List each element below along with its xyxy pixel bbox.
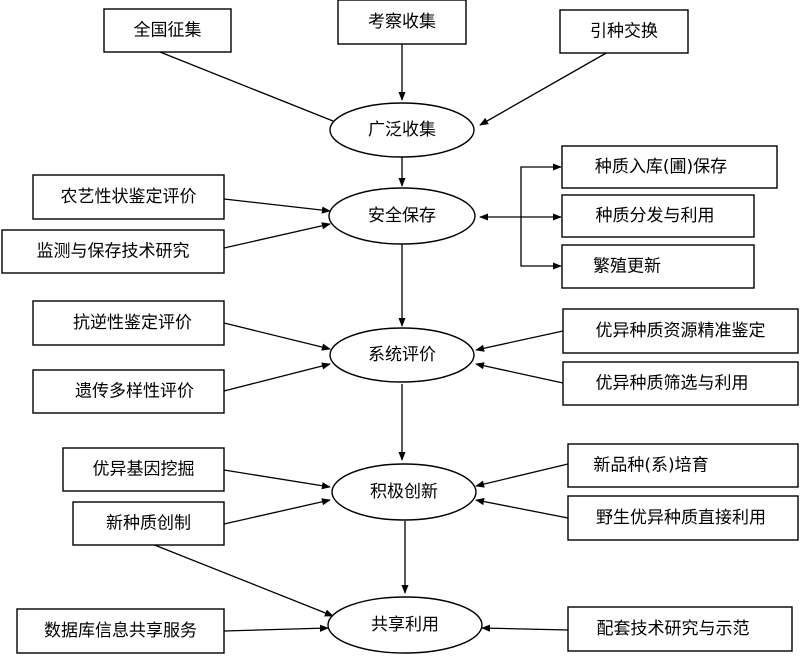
edge-wild-to-innovate <box>475 498 569 519</box>
hub-preserve: 安全保存 <box>328 187 476 245</box>
box-screening: 优异种质筛选与利用 <box>562 361 799 406</box>
edge-national-to-collect <box>159 51 344 126</box>
edge-monitor-to-preserve <box>223 222 331 249</box>
box-storage-label: 种质入库(圃)保存 <box>595 157 727 177</box>
edges <box>151 44 609 632</box>
box-survey-label: 考察收集 <box>368 12 436 32</box>
box-agro-eval-label: 农艺性状鉴定评价 <box>61 187 197 207</box>
box-precise-id: 优异种质资源精准鉴定 <box>562 308 799 354</box>
edge-agro-to-preserve <box>223 198 331 214</box>
edge-bracket-regenerate <box>520 217 562 270</box>
box-distribute: 种质分发与利用 <box>561 194 755 238</box>
box-precise-id-label: 优异种质资源精准鉴定 <box>596 321 766 341</box>
box-storage: 种质入库(圃)保存 <box>561 145 778 189</box>
box-regenerate: 繁殖更新 <box>561 244 755 289</box>
box-introduce-label: 引种交换 <box>590 22 658 42</box>
hub-share-label: 共享利用 <box>371 615 439 635</box>
box-database-label: 数据库信息共享服务 <box>44 621 197 641</box>
hub-evaluate: 系统评价 <box>329 327 475 383</box>
hub-innovate: 积极创新 <box>331 463 477 521</box>
hub-collect-label: 广泛收集 <box>368 120 436 140</box>
box-wild-use-label: 野生优异种质直接利用 <box>596 508 766 528</box>
box-distribute-label: 种质分发与利用 <box>596 206 715 226</box>
hub-innovate-label: 积极创新 <box>370 482 438 502</box>
box-agro-eval: 农艺性状鉴定评价 <box>32 174 225 220</box>
box-survey: 考察收集 <box>337 0 467 45</box>
hub-share: 共享利用 <box>327 596 483 654</box>
hub-evaluate-label: 系统评价 <box>368 345 436 365</box>
box-national-label: 全国征集 <box>134 21 202 41</box>
box-wild-use: 野生优异种质直接利用 <box>567 495 799 541</box>
box-national: 全国征集 <box>103 8 232 53</box>
box-support-tech: 配套技术研究与示范 <box>567 606 793 652</box>
box-monitor: 监测与保存技术研究 <box>1 229 225 274</box>
edge-introduce-to-collect <box>479 51 609 126</box>
box-diversity-eval: 遗传多样性评价 <box>32 369 225 414</box>
edge-stress-to-evaluate <box>223 322 331 351</box>
box-introduce: 引种交换 <box>559 9 689 54</box>
edge-support-to-share <box>481 624 569 632</box>
box-diversity-eval-label: 遗传多样性评价 <box>75 382 194 402</box>
box-breeding-label: 新品种(系)培育 <box>593 456 708 476</box>
box-database: 数据库信息共享服务 <box>16 608 225 654</box>
hub-preserve-label: 安全保存 <box>368 206 436 226</box>
edge-create-to-share <box>151 543 334 617</box>
edge-create-to-innovate <box>223 498 331 525</box>
box-regenerate-label: 繁殖更新 <box>593 257 661 277</box>
box-breeding: 新品种(系)培育 <box>567 443 799 488</box>
box-screening-label: 优异种质筛选与利用 <box>596 374 749 394</box>
hub-collect: 广泛收集 <box>329 102 475 158</box>
box-stress-eval: 抗逆性鉴定评价 <box>32 300 225 346</box>
edge-diversity-to-evaluate <box>223 362 331 392</box>
box-germplasm-create: 新种质创制 <box>72 501 225 546</box>
edge-bracket-storage <box>520 163 562 217</box>
box-germplasm-create-label: 新种质创制 <box>106 514 191 534</box>
box-gene-mining-label: 优异基因挖掘 <box>93 460 195 480</box>
edge-gene-to-innovate <box>223 469 331 490</box>
edge-precise-to-evaluate <box>475 330 564 352</box>
edge-breeding-to-innovate <box>475 463 569 488</box>
box-gene-mining: 优异基因挖掘 <box>62 447 225 492</box>
box-support-tech-label: 配套技术研究与示范 <box>597 619 750 639</box>
edge-screening-to-evaluate <box>475 362 564 384</box>
edge-database-to-share <box>223 624 329 632</box>
box-stress-eval-label: 抗逆性鉴定评价 <box>73 313 192 333</box>
box-monitor-label: 监测与保存技术研究 <box>37 242 190 262</box>
